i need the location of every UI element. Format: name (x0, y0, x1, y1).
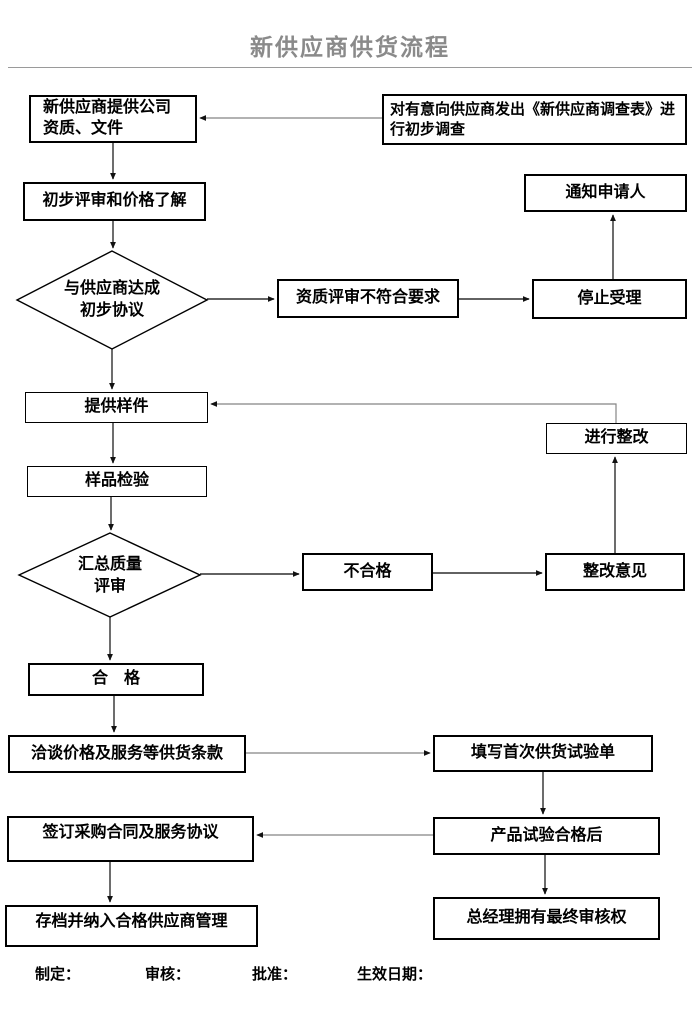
node-label: 洽谈价格及服务等供货条款 (30, 744, 223, 762)
node-qualified: 合 格 (28, 663, 204, 696)
node-first-supply-test-form: 填写首次供货试验单 (433, 735, 653, 772)
node-label: 整改意见 (582, 562, 647, 580)
node-label: 不合格 (343, 562, 392, 580)
node-label: 总经理拥有最终审核权 (466, 909, 627, 927)
node-preliminary-review: 初步评审和价格了解 (23, 182, 206, 221)
diamond-quality (17, 532, 202, 618)
node-label: 初步评审和价格了解 (42, 192, 187, 210)
node-label: 通知申请人 (565, 183, 646, 201)
node-sample-inspection: 样品检验 (27, 466, 207, 497)
node-label: 对有意向供应商发出《新供应商调查表》进行初步调查 (390, 101, 676, 138)
node-qualification-fail: 资质评审不符合要求 (277, 279, 459, 318)
node-negotiate-terms: 洽谈价格及服务等供货条款 (8, 735, 246, 773)
page-title: 新供应商供货流程 (250, 35, 450, 60)
node-gm-final-approval: 总经理拥有最终审核权 (433, 897, 660, 940)
node-label: 合 格 (91, 670, 140, 688)
node-stop-processing: 停止受理 (532, 279, 687, 319)
node-archive-supplier: 存档并纳入合格供应商管理 (5, 905, 258, 947)
node-label: 样品检验 (84, 472, 149, 490)
node-label: 进行整改 (584, 429, 649, 447)
node-sign-contract: 签订采购合同及服务协议 (7, 816, 254, 862)
diamond-agreement (15, 250, 209, 350)
footer-made-by: 制定： (35, 966, 81, 983)
node-label: 资质评审不符合要求 (295, 289, 440, 307)
node-product-test-pass: 产品试验合格后 (433, 817, 660, 855)
footer-approved-by: 批准： (252, 966, 298, 983)
node-quality-review-label: 汇总质量评审 (77, 556, 142, 595)
node-label: 存档并纳入合格供应商管理 (35, 913, 228, 930)
node-notify-applicant: 通知申请人 (524, 174, 687, 212)
node-label: 产品试验合格后 (490, 826, 603, 844)
node-send-survey-form: 对有意向供应商发出《新供应商调查表》进行初步调查 (382, 94, 687, 145)
node-supplier-provides-docs: 新供应商提供公司资质、文件 (29, 95, 197, 143)
footer-reviewed-by: 审核： (145, 966, 191, 983)
footer-effective-date: 生效日期： (357, 966, 433, 983)
node-label: 停止受理 (577, 289, 642, 307)
node-carry-out-rectification: 进行整改 (546, 423, 687, 454)
node-label: 新供应商提供公司资质、文件 (43, 99, 172, 137)
node-unqualified: 不合格 (302, 553, 433, 591)
node-preliminary-agreement-label: 与供应商达成初步协议 (63, 280, 160, 319)
node-label: 填写首次供货试验单 (470, 744, 615, 762)
node-label: 提供样件 (84, 398, 149, 416)
title-divider (8, 67, 692, 68)
node-provide-sample: 提供样件 (25, 392, 208, 423)
arrow-rectify-to-sample (210, 401, 617, 423)
node-rectification-opinion: 整改意见 (545, 553, 685, 591)
node-label: 签订采购合同及服务协议 (42, 824, 219, 841)
